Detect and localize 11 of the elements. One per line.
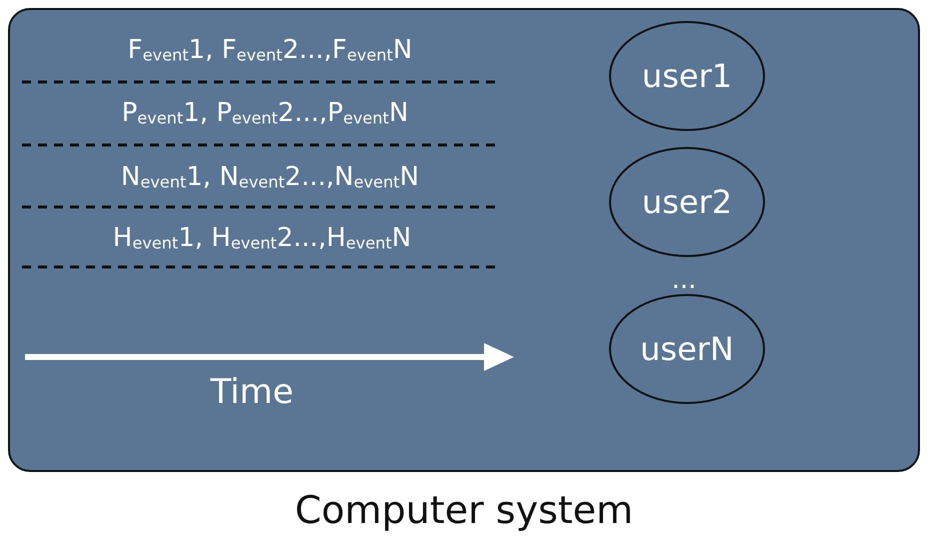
event-list: N$_{event}$1, N$_{event}$2...,N$_{event}$N bbox=[120, 162, 420, 192]
event-list: P$_{event}$1, P$_{event}$2...,P$_{event}$N bbox=[122, 98, 408, 128]
user-label: user1 bbox=[642, 57, 732, 95]
ellipsis: ... bbox=[672, 265, 696, 295]
event-list: H$_{event}$1, H$_{event}$2...,H$_{event}$N bbox=[112, 223, 412, 253]
time-label: Time bbox=[210, 372, 294, 412]
system-caption: Computer system bbox=[294, 488, 634, 532]
event-list: F$_{event}$1, F$_{event}$2...,F$_{event}$N bbox=[128, 35, 412, 65]
user-label: userN bbox=[640, 330, 734, 368]
user-label: user2 bbox=[642, 183, 732, 221]
system-panel bbox=[8, 8, 920, 472]
